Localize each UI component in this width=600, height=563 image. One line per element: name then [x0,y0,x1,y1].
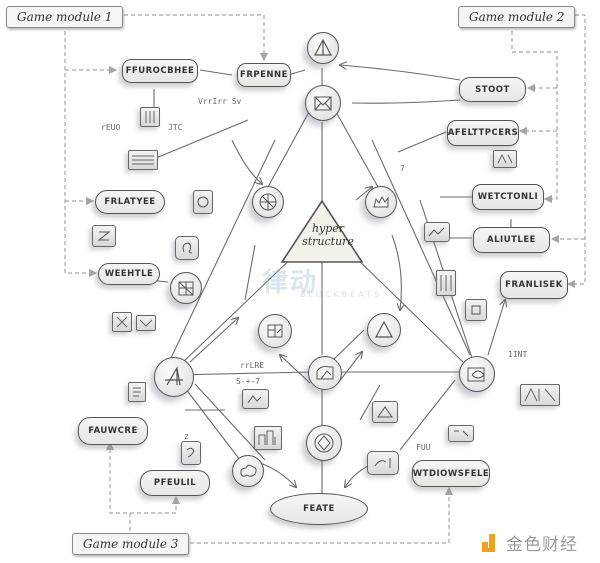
scribble-text: 7 [400,164,405,173]
scribble-text: S-+-7 [236,377,261,386]
tile-envelope-sketch-icon [136,315,156,331]
scribble-text: z [184,432,189,441]
tile-buildings-icon [254,426,282,450]
game-module-2-label[interactable]: Game module 2 [458,6,576,28]
node-cat-icon[interactable] [365,186,397,218]
tile-books-icon [140,107,160,127]
feature-box-aliutlee[interactable]: ALIUTLEE [473,227,550,253]
feature-box-franlisek[interactable]: FRANLISEK [500,271,568,299]
tile-photo-icon[interactable] [242,389,269,409]
node-letter-a-icon[interactable] [154,357,194,397]
node-envelope-icon[interactable] [305,85,341,121]
node-triangle-icon-2[interactable] [367,313,401,347]
hyper-structure-triangle[interactable] [280,199,364,263]
game-module-3-label[interactable]: Game module 3 [72,533,190,555]
scribble-text: FUU [416,443,431,452]
scribble-text: JTC [168,123,183,132]
tile-sketch-chart-icon[interactable] [424,222,450,242]
feature-box-afelttpcers[interactable]: AFELTTPCERS [447,120,519,146]
scribble-text: VrrIrr Sv [198,97,242,106]
tile-note-icon[interactable] [181,441,201,465]
feature-box-ffurocbhee[interactable]: FFUROCBHEE [122,59,198,83]
watermark-jinse: 金色财经 [482,530,578,555]
node-diamond-icon[interactable] [306,425,342,461]
feature-box-wtdiowsfele[interactable]: WTDIOWSFELE [412,460,490,487]
scribble-text: rrLRE [240,361,265,370]
tile-z-icon[interactable] [92,225,116,247]
jinse-logo-icon [482,533,500,552]
jinse-wordmark: 金色财经 [506,535,578,555]
feature-box-weehtle[interactable]: WEEHTLE [98,263,160,285]
feature-box-frpenne[interactable]: FRPENNE [237,63,291,87]
feature-box-pfeulil[interactable]: PFEULIL [140,470,210,496]
module-dashed-links [64,14,586,544]
watermark-lvdong: 律动 [262,268,319,298]
feature-box-stoot[interactable]: STOOT [459,77,526,102]
watermark-lvdong-sub: BLOCKBEATS [300,290,383,299]
tile-card-icon[interactable] [448,425,474,442]
feature-box-wetctonli[interactable]: WETCTONLI [472,184,544,210]
node-triangle-icon[interactable] [307,32,339,64]
node-fish-icon[interactable] [459,356,495,392]
feature-box-fauwcre[interactable]: FAUWCRE [78,417,148,445]
node-box-icon[interactable] [170,272,202,304]
node-graph-icon[interactable] [308,356,342,390]
tile-building-sketch-icon [520,384,560,406]
game-module-1-label[interactable]: Game module 1 [6,6,124,28]
tile-stack-icon [128,150,158,170]
tile-map-icon [436,270,456,296]
tile-triangle-image-icon[interactable] [372,401,398,423]
tile-folded-paper-icon [112,312,132,332]
scribble-text: 1INT [508,350,528,359]
tile-sign-icon [493,150,517,168]
node-chart-icon[interactable] [258,314,292,348]
network-links [107,65,512,495]
feature-box-feate[interactable]: FEATE [270,493,368,525]
feature-box-frlatyee[interactable]: FRLATYEE [95,190,165,214]
tile-page-icon [128,382,146,402]
tile-document-icon[interactable] [193,190,213,214]
tile-wave-icon[interactable] [367,451,399,475]
node-cloud-icon[interactable] [232,455,264,487]
tile-square-icon[interactable] [465,299,487,321]
tile-swirl-icon[interactable] [175,236,199,260]
scribble-text: rEUO [101,123,121,132]
node-globe-icon[interactable] [252,186,284,218]
